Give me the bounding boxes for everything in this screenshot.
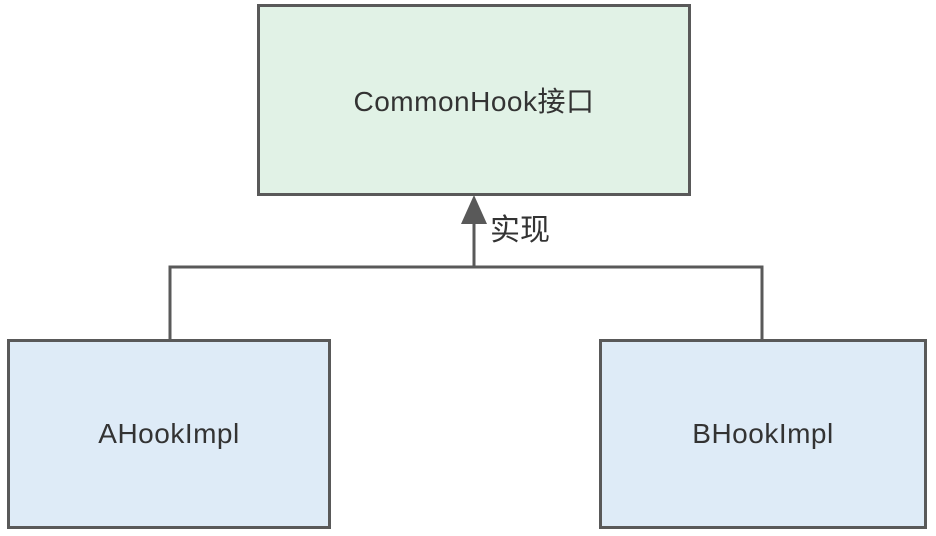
node-ahookimpl-label: AHookImpl	[98, 418, 240, 449]
implements-connector-line	[168, 265, 764, 340]
node-bhookimpl: BHookImpl	[599, 339, 927, 529]
arrow-head-icon	[461, 195, 487, 224]
node-commonhook-interface-label: CommonHook接口	[353, 86, 595, 117]
node-ahookimpl: AHookImpl	[7, 339, 331, 529]
node-commonhook-interface: CommonHook接口	[257, 4, 691, 196]
edge-label-implements: 实现	[490, 214, 550, 247]
node-bhookimpl-label: BHookImpl	[692, 418, 834, 449]
